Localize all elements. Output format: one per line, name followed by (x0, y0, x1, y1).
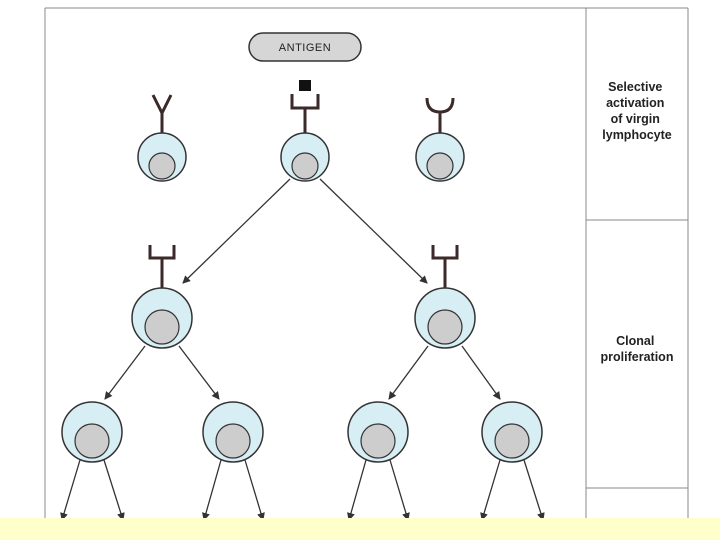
antigen-determinant (299, 80, 311, 91)
clone-gen2-1 (62, 402, 122, 462)
arrow-gen2 (179, 346, 219, 399)
clone-gen1-right (415, 245, 475, 348)
arrow-gen3 (390, 460, 408, 520)
lymphocyte-left (138, 95, 186, 181)
antigen: ANTIGEN (249, 33, 361, 91)
cell-nucleus (361, 424, 395, 458)
cell-nucleus (427, 153, 453, 179)
clone-gen2-2 (203, 402, 263, 462)
cell-nucleus (428, 310, 462, 344)
receptor-u-icon (292, 94, 318, 136)
cell-nucleus (495, 424, 529, 458)
cell-nucleus (149, 153, 175, 179)
receptor-y-icon (153, 95, 171, 138)
arrow-gen2 (462, 346, 500, 399)
cell-nucleus (75, 424, 109, 458)
arrow-gen3 (245, 460, 263, 520)
antigen-label: ANTIGEN (279, 42, 331, 54)
arrow-gen3 (62, 460, 80, 520)
clone-gen2-4 (482, 402, 542, 462)
arrow-to-clone-right (320, 179, 427, 283)
arrow-to-clone-left (183, 179, 290, 283)
cell-nucleus (145, 310, 179, 344)
stage-label-clonal-proliferation: Clonal proliferation (601, 334, 674, 364)
clone-gen2-3 (348, 402, 408, 462)
receptor-cup-icon (427, 98, 453, 136)
clone-gen1-left (132, 245, 192, 348)
cell-nucleus (292, 153, 318, 179)
cell-nucleus (216, 424, 250, 458)
arrow-gen3 (204, 460, 221, 520)
arrow-gen3 (349, 460, 366, 520)
stage-label-selective-activation: Selective activation of virgin lymphocyt… (602, 80, 672, 142)
receptor-u-icon (433, 245, 457, 290)
arrow-gen3 (104, 460, 123, 520)
lymphocyte-right (416, 98, 464, 181)
arrow-gen3 (524, 460, 543, 520)
arrow-gen2 (105, 346, 145, 399)
arrow-gen2 (389, 346, 428, 399)
receptor-u-icon (150, 245, 174, 290)
bottom-highlight-band (0, 518, 720, 540)
lymphocyte-selected (281, 94, 329, 181)
arrow-gen3 (482, 460, 500, 520)
